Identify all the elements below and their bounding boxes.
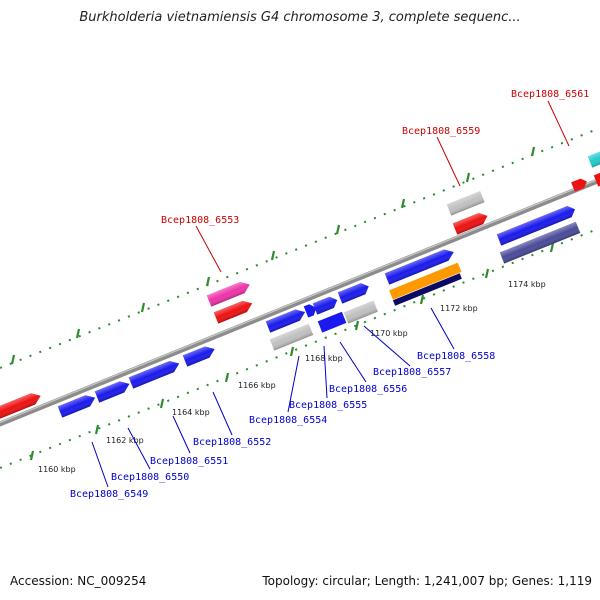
gene-label-bcep1808-6554[interactable]: Bcep1808_6554 — [249, 415, 327, 426]
tick-label-1160: 1160 kbp — [38, 465, 76, 474]
sequence-backbone-highlight — [0, 177, 600, 424]
gene-arrow-bcep1808-6557[interactable] — [337, 281, 371, 304]
genome-summary-text: Topology: circular; Length: 1,241,007 bp… — [262, 574, 592, 588]
gene-label-bcep1808-6559[interactable]: Bcep1808_6559 — [402, 126, 480, 137]
gene-arrow-bcep1808-6552[interactable] — [182, 343, 217, 367]
scale-tick-labels: 1160 kbp 1162 kbp 1164 kbp 1166 kbp 1168… — [38, 280, 546, 474]
label-leader-lines — [91, 100, 570, 488]
upper-dotted-track — [0, 127, 600, 369]
gene-label-bcep1808-6549[interactable]: Bcep1808_6549 — [70, 489, 148, 500]
gene-arrow-bcep1808-6551[interactable] — [128, 358, 182, 389]
tick-label-1164: 1164 kbp — [172, 408, 210, 417]
gene-arrow-red-edge[interactable] — [593, 170, 600, 187]
gene-arrow-bcep1808-6561-cyan[interactable] — [587, 148, 600, 168]
tick-label-1168: 1168 kbp — [305, 354, 343, 363]
accession-text: Accession: NC_009254 — [10, 574, 147, 588]
sequence-backbone — [0, 177, 600, 427]
gene-block-purple-right[interactable] — [499, 221, 581, 264]
gene-label-bcep1808-6561[interactable]: Bcep1808_6561 — [511, 89, 589, 100]
gene-arrow-blue-right[interactable] — [496, 204, 578, 246]
gene-arrow-bcep1808-6549[interactable] — [57, 392, 98, 418]
gene-arrow-red-small[interactable] — [571, 177, 589, 192]
tick-label-1172: 1172 kbp — [440, 304, 478, 313]
gene-arrow-bcep1808-6555[interactable] — [303, 302, 319, 318]
gene-label-bcep1808-6551[interactable]: Bcep1808_6551 — [150, 456, 228, 467]
gene-label-bcep1808-6550[interactable]: Bcep1808_6550 — [111, 472, 189, 483]
lower-dotted-track — [0, 227, 600, 469]
gene-label-bcep1808-6553[interactable]: Bcep1808_6553 — [161, 215, 239, 226]
gene-block-bcep1808-6558-navy[interactable] — [392, 273, 462, 306]
gene-block-bcep1808-6554-grey[interactable] — [269, 323, 314, 351]
gene-features — [0, 148, 600, 419]
gene-arrow-bcep1808-6558[interactable] — [384, 246, 456, 285]
gene-block-bcep1808-6559-grey[interactable] — [446, 190, 485, 216]
gene-label-bcep1808-6556[interactable]: Bcep1808_6556 — [329, 384, 407, 395]
gene-arrow-bcep1808-6556-lower[interactable] — [317, 311, 347, 333]
gene-arrow-red-left[interactable] — [0, 390, 43, 419]
gene-label-bcep1808-6555[interactable]: Bcep1808_6555 — [289, 400, 367, 411]
upper-major-ticks — [10, 146, 536, 365]
gene-label-bcep1808-6552[interactable]: Bcep1808_6552 — [193, 437, 271, 448]
gene-arrow-bcep1808-6554[interactable] — [265, 306, 308, 333]
tick-label-1162: 1162 kbp — [106, 436, 144, 445]
gene-arrow-bcep1808-6550[interactable] — [94, 378, 132, 403]
gene-arrow-bcep1808-6553-magenta[interactable] — [206, 279, 252, 307]
gene-arrow-bcep1808-6553-red[interactable] — [213, 298, 255, 324]
gene-block-bcep1808-6558-orange[interactable] — [389, 262, 462, 300]
gene-arrow-bcep1808-6556[interactable] — [312, 294, 340, 315]
scale-major-ticks — [29, 242, 555, 461]
tick-label-1170: 1170 kbp — [370, 329, 408, 338]
tick-label-1166: 1166 kbp — [238, 381, 276, 390]
gene-label-bcep1808-6557[interactable]: Bcep1808_6557 — [373, 367, 451, 378]
gene-block-bcep1808-6557-grey[interactable] — [343, 300, 378, 324]
tick-label-1174: 1174 kbp — [508, 280, 546, 289]
page-title: Burkholderia vietnamiensis G4 chromosome… — [79, 10, 521, 25]
gene-labels-top: Bcep1808_6553 Bcep1808_6559 Bcep1808_656… — [161, 89, 589, 226]
gene-label-bcep1808-6558[interactable]: Bcep1808_6558 — [417, 351, 495, 362]
gene-arrow-bcep1808-6559-red[interactable] — [452, 210, 490, 235]
gene-labels-bottom: Bcep1808_6549 Bcep1808_6550 Bcep1808_655… — [70, 351, 495, 500]
